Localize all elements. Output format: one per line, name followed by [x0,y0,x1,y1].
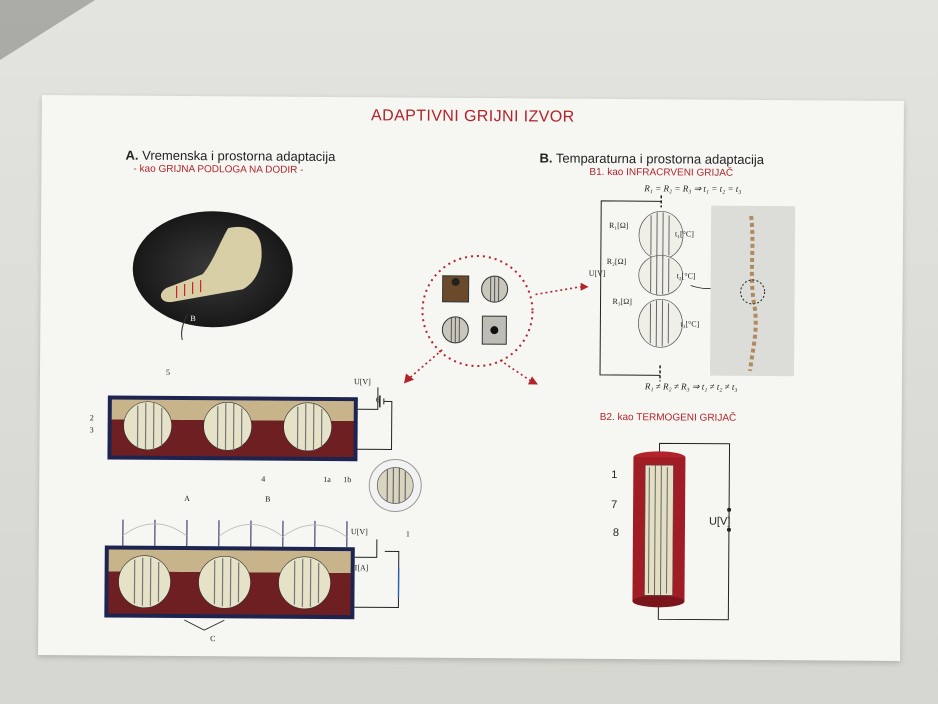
r3-label: R₃[Ω] [612,296,632,307]
label-5: 5 [166,367,171,377]
t2-label: t₂[°C] [676,271,696,281]
heater-pad-bottom [104,519,400,631]
section-b1-title: B1. kao INFRACRVENI GRIJAČ [589,166,734,179]
current-label: I[A] [354,563,369,573]
r2-label: R₂[Ω] [606,256,627,267]
poster-title: ADAPTIVNI GRIJNI IZVOR [371,107,575,126]
t1-label: t₁[°C] [674,229,694,239]
poster: ADAPTIVNI GRIJNI IZVOR A. Vremenska i pr… [38,94,904,662]
voltage-label-top: U[V] [353,377,371,387]
dotted-arrows [403,282,589,385]
t3-label: t₃[°C] [680,319,700,329]
section-b-heading-text: Temparaturna i prostorna adaptacija [555,150,765,168]
chain-heater-photo [710,205,796,377]
label-b: B [265,494,271,504]
section-b-letter: B. [539,150,553,166]
label-1-sphere: 1 [405,529,410,539]
b2-label-7: 7 [611,498,618,512]
label-3: 3 [89,425,94,435]
heater-pad-top [107,387,393,462]
section-a-heading: A. Vremenska i prostorna adaptacija [125,148,335,164]
b2-label-8: 8 [612,526,620,540]
label-1a: 1a [323,474,331,485]
single-sphere [368,458,422,512]
b2-voltage-label: U[V] [708,515,731,528]
label-c: C [210,634,216,644]
equation-bottom: R₁ ≠ R₂ ≠ R₃ ⇒ t₁ ≠ t₂ ≠ t₃ [644,381,738,392]
foot-illustration [132,211,293,341]
section-b-heading: B. Temparaturna i prostorna adaptacija [539,150,764,167]
section-a-heading-text: Vremenska i prostorna adaptacija [142,147,336,165]
label-1b: 1b [343,475,352,485]
section-b2-title: B2. kao TERMOGENI GRIJAČ [599,411,737,424]
b1-voltage-label: U[V] [588,268,606,278]
section-a-subtitle: - kao GRIJNA PODLOGA NA DODIR - [133,163,304,176]
b2-label-1: 1 [611,468,618,482]
label-6: 6 [375,395,380,405]
voltage-label-bottom: U[V] [350,527,368,537]
thermogenic-heater [632,442,732,621]
desk-corner-object [0,0,95,60]
foot-label-b: B [190,314,196,324]
section-a-letter: A. [125,147,139,163]
ir-heater-circuit [599,195,732,382]
label-a: A [184,494,190,504]
label-4: 4 [261,474,266,484]
equation-top: R₁ = R₂ = R₃ ⇒ t₁ = t₂ = t₃ [644,183,742,194]
element-types-circle [421,255,534,368]
r1-label: R₁[Ω] [609,220,629,231]
label-2: 2 [89,413,94,423]
